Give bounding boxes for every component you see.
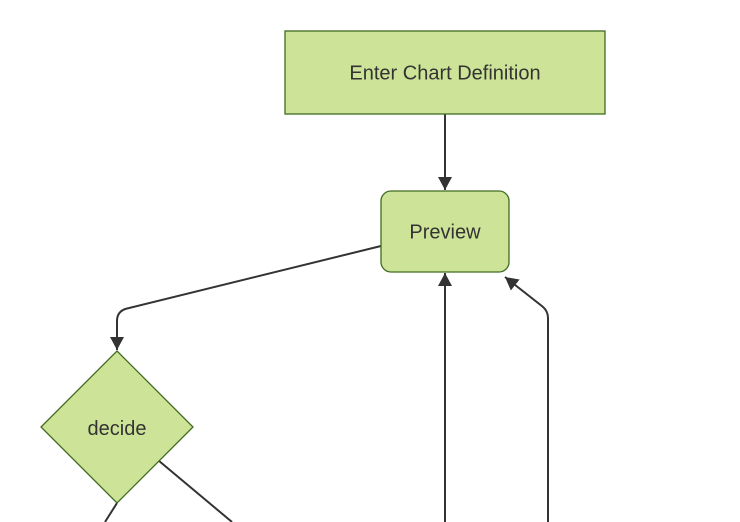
enter-chart-definition-label: Enter Chart Definition xyxy=(349,63,540,85)
edge-decide-down-right xyxy=(157,459,233,522)
node-enter-chart-definition: Enter Chart Definition xyxy=(284,30,606,115)
node-decide: decide xyxy=(40,350,194,504)
edge-group xyxy=(104,114,549,522)
edge-decide-down-left xyxy=(104,502,118,522)
decide-diamond xyxy=(40,350,194,504)
edge-bottom-right-to-preview xyxy=(504,276,549,522)
decide-label: decide xyxy=(88,418,147,440)
edge-preview-to-decide xyxy=(110,245,382,350)
preview-box xyxy=(380,190,510,273)
node-preview: Preview xyxy=(380,190,510,273)
preview-label: Preview xyxy=(409,222,481,244)
enter-chart-definition-box xyxy=(284,30,606,115)
